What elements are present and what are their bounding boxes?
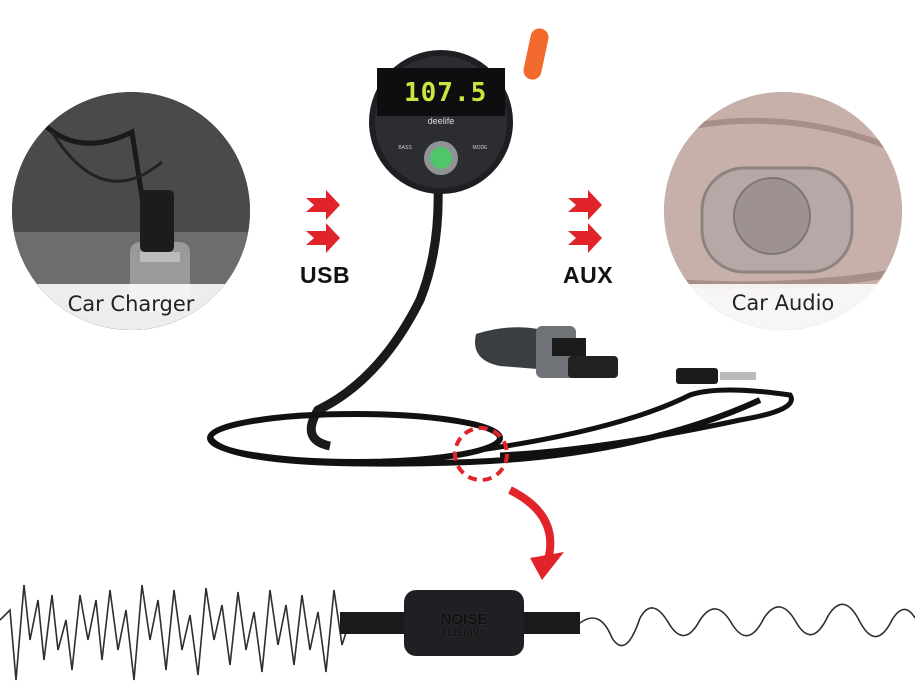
down-arrow-icon: [530, 552, 564, 580]
usb-label: USB: [300, 262, 351, 288]
filter-text-line2: FLTERING: [441, 628, 487, 638]
car-charger-label: Car Charger: [12, 284, 250, 330]
aux-arrow-icon: [568, 190, 602, 253]
orange-accent: [523, 28, 549, 80]
filter-highlight-circle: [453, 426, 509, 482]
filter-text-line1: NOISE: [440, 611, 488, 628]
usb-arrow-icon: [306, 190, 340, 253]
car-charger-photo: Car Charger: [12, 92, 250, 330]
clean-waveform: [579, 603, 915, 647]
usb-car-charger: [475, 326, 756, 384]
frequency-display: 107.5: [404, 78, 488, 108]
mode-button-label: MODE: [472, 145, 488, 151]
noisy-waveform: [0, 584, 381, 681]
aux-label: AUX: [563, 262, 614, 288]
car-audio-label: Car Audio: [664, 284, 902, 330]
car-audio-photo: Car Audio: [664, 92, 902, 330]
fm-transmitter-device: [369, 50, 513, 194]
noise-filter-ferrite: [404, 590, 524, 656]
gooseneck-cable: [306, 184, 443, 451]
bass-button-label: BASS: [398, 145, 412, 151]
device-brand: deelife: [427, 116, 455, 126]
